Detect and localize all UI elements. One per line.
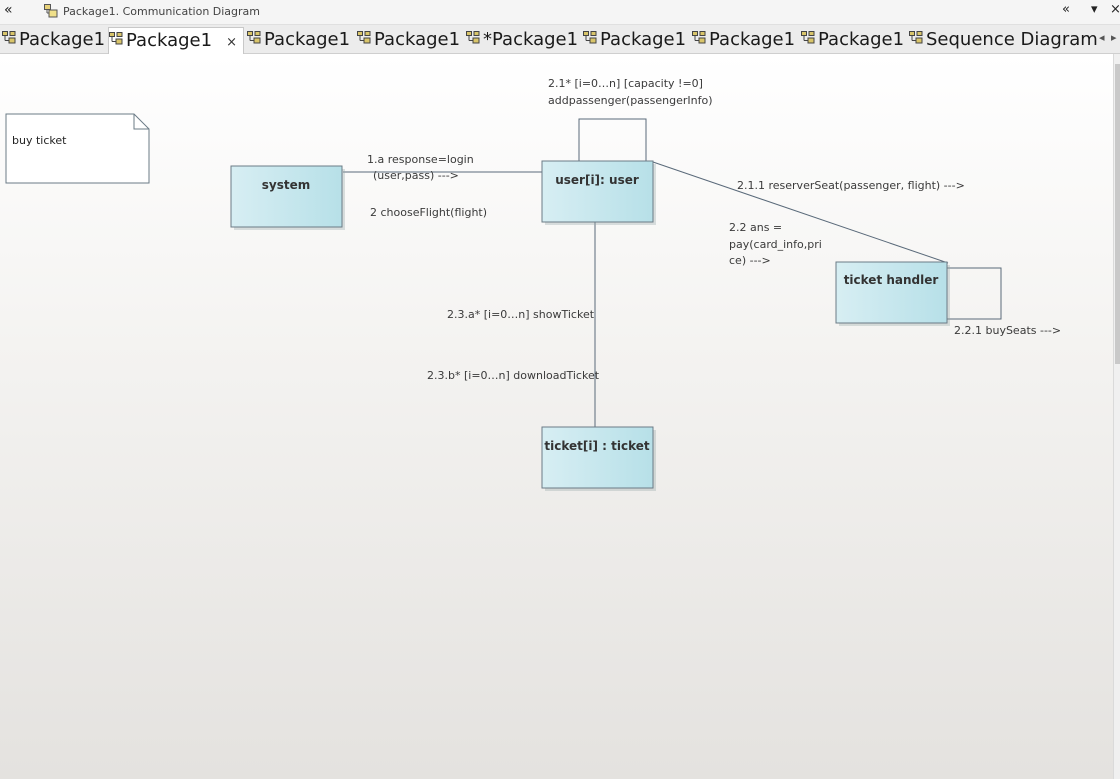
diagram-icon [583, 27, 597, 53]
node-system[interactable]: system [230, 165, 345, 230]
note-text: buy ticket [12, 134, 67, 147]
tab-package1-h[interactable]: Package1 [801, 27, 904, 53]
tab-package1-a[interactable]: Package1 [2, 27, 105, 53]
diagram-icon [247, 27, 261, 53]
vertical-scrollbar[interactable] [1113, 54, 1120, 779]
tab-package1-g[interactable]: Package1 [692, 27, 795, 53]
tab-package1-c[interactable]: Package1 [247, 27, 350, 53]
tab-sequence-diagram[interactable]: Sequence Diagram [909, 27, 1098, 53]
message-pay-line1[interactable]: 2.2 ans = [729, 221, 782, 234]
message-buy-seats[interactable]: 2.2.1 buySeats ---> [954, 324, 1061, 337]
node-ticket-label: ticket[i] : ticket [544, 439, 649, 453]
tab-package1-d[interactable]: Package1 [357, 27, 460, 53]
diagram-tab-strip: Package1 Package1× Package1 Package1 *Pa… [0, 25, 1120, 54]
message-choose-flight[interactable]: 2 chooseFlight(flight) [370, 206, 487, 219]
message-reserve-seat[interactable]: 2.1.1 reserverSeat(passenger, flight) --… [737, 179, 965, 192]
connectors [343, 118, 1002, 427]
node-ticket[interactable]: ticket[i] : ticket [541, 426, 656, 491]
message-download-ticket[interactable]: 2.3.b* [i=0…n] downloadTicket [427, 369, 600, 382]
diagram-icon [357, 27, 371, 53]
diagram-icon [909, 27, 923, 53]
node-system-label: system [262, 178, 311, 192]
note-buy-ticket[interactable]: buy ticket [5, 113, 150, 184]
dropdown-icon[interactable]: ▾ [1091, 2, 1098, 17]
tab-package1-modified[interactable]: *Package1 [466, 27, 578, 53]
tab-scroll-right-icon[interactable]: ▸ [1111, 31, 1117, 44]
message-self-user-line2[interactable]: addpassenger(passengerInfo) [548, 94, 713, 107]
node-ticket-handler[interactable]: ticket handler [835, 261, 950, 326]
node-user-label: user[i]: user [555, 173, 639, 187]
tab-package1-f[interactable]: Package1 [583, 27, 686, 53]
message-pay-line3[interactable]: ce) ---> [729, 254, 771, 267]
diagram-icon [466, 27, 480, 53]
navigate-back-icon[interactable]: « [4, 2, 13, 18]
collapse-icon[interactable]: « [1062, 2, 1070, 17]
window-title-bar: « Package1. Communication Diagram « ▾ × [0, 0, 1120, 25]
window-title: Package1. Communication Diagram [63, 5, 261, 18]
diagram-icon [109, 28, 123, 54]
diagram-canvas[interactable]: buy ticket system user[i]: user ticket h… [0, 54, 1113, 779]
vertical-scrollbar-thumb[interactable] [1115, 64, 1120, 364]
diagram-icon [692, 27, 706, 53]
diagram-icon [801, 27, 815, 53]
message-login-line1[interactable]: 1.a response=login [367, 153, 474, 166]
self-link-ticket-handler[interactable] [947, 267, 1002, 320]
message-login-line2[interactable]: (user,pass) ---> [373, 169, 459, 182]
node-ticket-handler-label: ticket handler [844, 273, 939, 287]
message-self-user-line1[interactable]: 2.1* [i=0…n] [capacity !=0] [548, 77, 703, 90]
tab-scroll-left-icon[interactable]: ◂ [1099, 31, 1105, 44]
message-pay-line2[interactable]: pay(card_info,pri [729, 238, 822, 251]
diagram-icon [2, 27, 16, 53]
message-show-ticket[interactable]: 2.3.a* [i=0…n] showTicket [447, 308, 595, 321]
node-user[interactable]: user[i]: user [541, 160, 656, 225]
self-link-user[interactable] [578, 118, 647, 161]
package-icon [44, 4, 58, 21]
communication-diagram: buy ticket system user[i]: user ticket h… [5, 77, 1061, 491]
tab-close-icon[interactable]: × [226, 35, 237, 50]
tab-package1-active[interactable]: Package1× [108, 27, 244, 54]
link-user-ticket-handler[interactable] [652, 161, 949, 264]
close-icon[interactable]: × [1110, 2, 1120, 17]
messages: 2.1* [i=0…n] [capacity !=0] addpassenger… [367, 77, 1061, 382]
